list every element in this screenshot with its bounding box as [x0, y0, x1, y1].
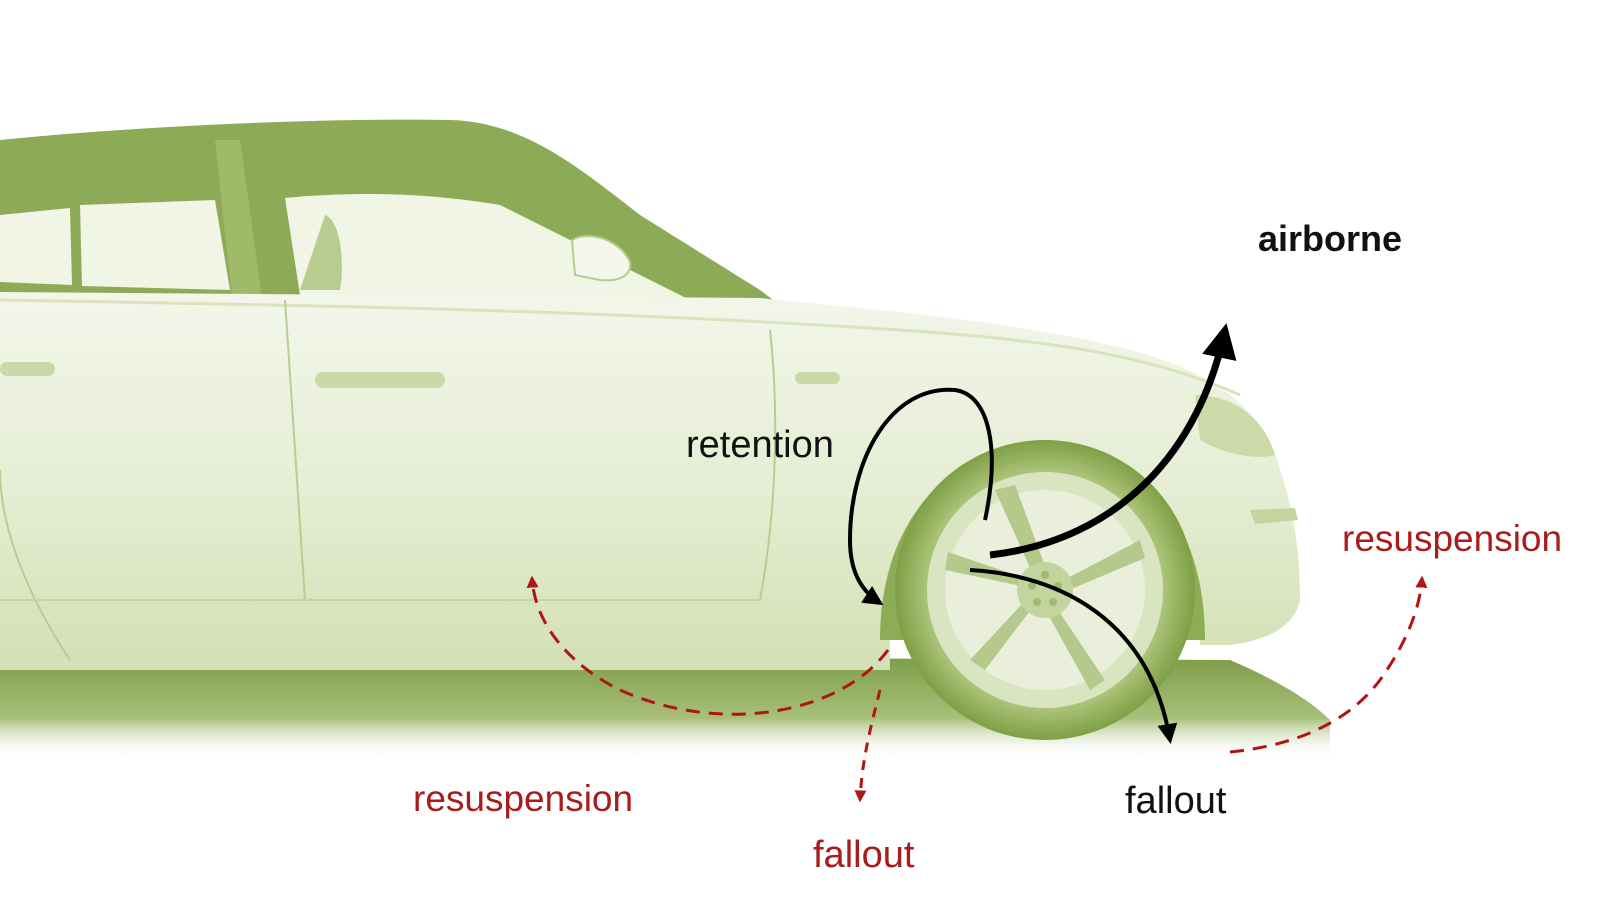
- center-door-seam: [284, 299, 306, 601]
- front-door-handle: [315, 372, 445, 388]
- shoulder-line: [0, 298, 1241, 397]
- label-fallout-red: fallout: [813, 834, 915, 876]
- resuspension-arrow-left: [526, 575, 890, 716]
- b-pillar: [215, 140, 262, 298]
- rear-door-handle: [0, 362, 55, 376]
- seat-silhouette: [300, 215, 342, 290]
- label-resuspension-right: resuspension: [1342, 518, 1563, 559]
- resuspension-arrow-right: [1229, 575, 1428, 754]
- fallout-arrow-black: [969, 568, 1178, 744]
- retention-arrow: [847, 387, 994, 606]
- label-fallout-black: fallout: [1125, 780, 1227, 822]
- fog-light: [1250, 508, 1298, 524]
- rear-door-window: [80, 200, 230, 290]
- front-door-seam: [759, 329, 777, 601]
- label-resuspension-left: resuspension: [413, 778, 634, 819]
- rear-door-seam: [0, 469, 71, 661]
- side-repeater: [795, 372, 840, 384]
- hub: [1017, 562, 1073, 618]
- rear-quarter-window: [0, 208, 72, 285]
- fallout-arrow-red: [854, 689, 882, 803]
- label-airborne: airborne: [1258, 218, 1403, 259]
- side-mirror: [570, 235, 632, 282]
- headlight: [1195, 395, 1275, 457]
- airborne-arrow: [989, 323, 1237, 559]
- label-retention: retention: [686, 424, 834, 466]
